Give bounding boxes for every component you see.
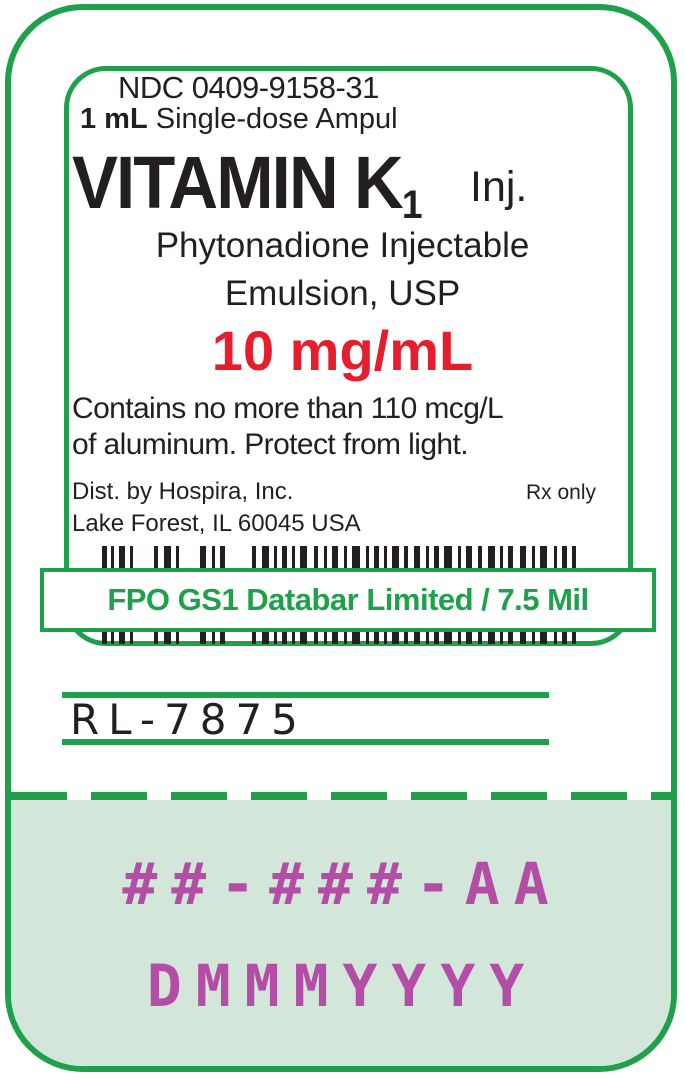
reference-line-bottom	[62, 739, 549, 745]
generic-name-line1: Phytonadione Injectable	[155, 226, 530, 265]
quantity-description: Single-dose Ampul	[147, 103, 398, 135]
distributor-address: Lake Forest, IL 60045 USA	[72, 510, 361, 537]
generic-name-line2: Emulsion, USP	[224, 274, 461, 313]
reference-number: RL-7875	[70, 695, 307, 744]
drug-name: VITAMIN K1	[72, 140, 423, 228]
aluminum-note-line1: Contains no more than 110 mcg/L	[72, 392, 504, 425]
perforation-dashed-line	[11, 792, 671, 800]
distributor: Dist. by Hospira, Inc.	[72, 478, 294, 505]
drug-name-main: VITAMIN K	[72, 141, 404, 224]
drug-name-subscript: 1	[401, 183, 423, 227]
expiry-date-placeholder: DMMMYYYY	[146, 952, 539, 1020]
drug-form-suffix: Inj.	[470, 163, 528, 211]
lot-number-placeholder: ##-###-AA	[122, 850, 563, 918]
ndc-number: NDC 0409-9158-31	[118, 70, 379, 105]
rx-only: Rx only	[526, 481, 597, 504]
quantity-volume: 1 mL	[80, 103, 148, 135]
reference-line-top	[62, 692, 549, 698]
barcode-placeholder-box: FPO GS1 Databar Limited / 7.5 Mil	[40, 568, 656, 632]
package-quantity: 1 mL Single-dose Ampul	[80, 103, 398, 136]
aluminum-note-line2: of aluminum. Protect from light.	[72, 428, 469, 461]
variable-data-panel	[11, 800, 671, 1066]
label-inner-border	[64, 66, 633, 646]
drug-strength: 10 mg/mL	[211, 319, 474, 382]
